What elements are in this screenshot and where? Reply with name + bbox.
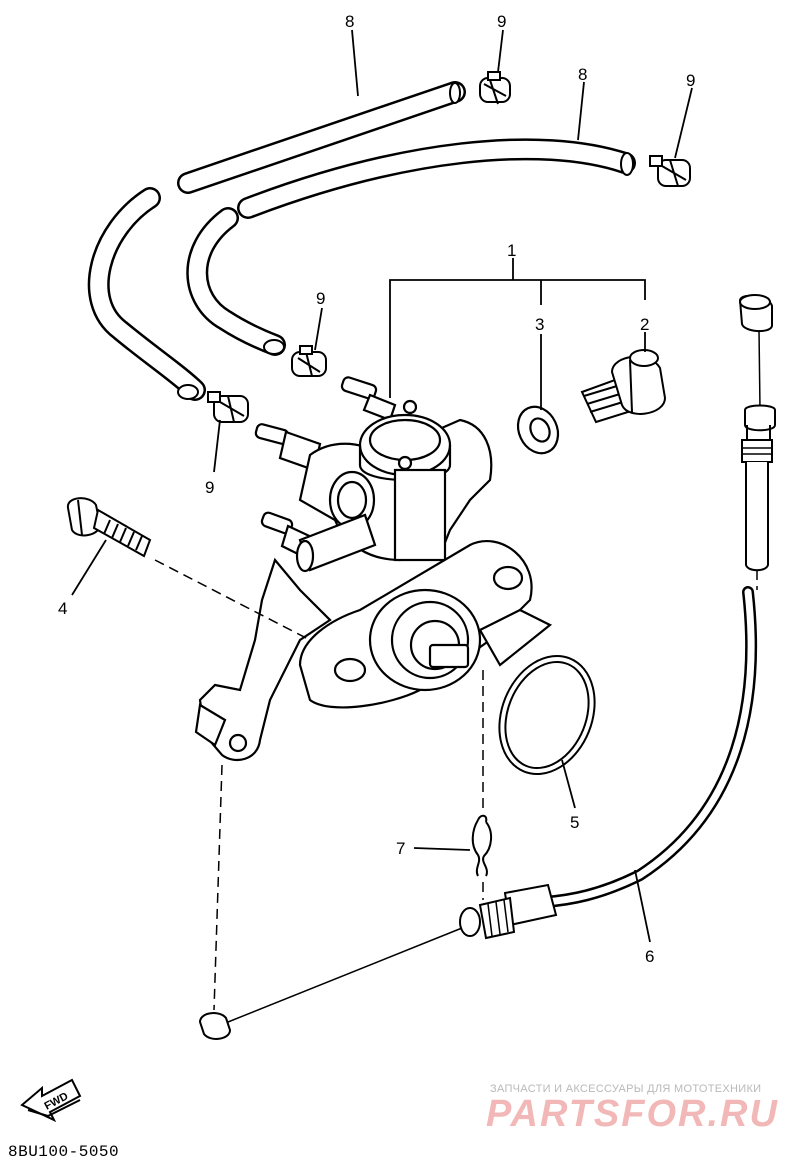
callout-8-upper: 8: [345, 12, 354, 31]
callout-9-right: 9: [686, 71, 695, 90]
callout-4: 4: [58, 599, 67, 618]
callout-7: 7: [396, 839, 405, 858]
o-ring-5: [498, 654, 596, 776]
callout-6: 6: [645, 947, 654, 966]
diagram-code: 8BU100-5050: [8, 1143, 120, 1161]
fwd-arrow-icon: FWD: [20, 1078, 82, 1123]
washer-3: [516, 405, 560, 455]
pump-drive-shaft: [428, 643, 470, 669]
bolt-4: [66, 497, 152, 558]
callout-9-left: 9: [205, 478, 214, 497]
hose-clamp-4: [207, 391, 249, 423]
hose-lower: [186, 138, 636, 356]
bolt-2: [580, 349, 667, 424]
oil-pump-cable: [198, 294, 776, 1040]
pump-lever-arm: [198, 557, 332, 762]
callout-5: 5: [570, 813, 579, 832]
callout-2: 2: [640, 315, 649, 334]
clip-7: [471, 814, 492, 877]
leader-lines: [71, 29, 693, 943]
callout-numbers: 1 2 3 4 5 6 7 8 8 9 9 9 9: [58, 12, 695, 966]
oil-pump-assembly: [194, 376, 553, 762]
hose-clamp-2: [649, 155, 691, 187]
watermark-tagline: ЗАПЧАСТИ И АКСЕССУАРЫ ДЛЯ МОТОТЕХНИКИ: [490, 1083, 762, 1095]
alignment-lines: [154, 559, 758, 1011]
pump-nozzle-top: [340, 376, 397, 422]
callout-9-middle: 9: [316, 289, 325, 308]
watermark-logo: PARTSFOR.RU: [486, 1093, 779, 1135]
callout-1: 1: [507, 241, 516, 260]
callout-9-top: 9: [497, 12, 506, 31]
callout-3: 3: [535, 315, 544, 334]
callout-8-lower: 8: [578, 65, 587, 84]
hose-upper: [87, 81, 466, 401]
hose-clamp-1: [479, 71, 511, 105]
hose-clamp-3: [291, 345, 327, 377]
